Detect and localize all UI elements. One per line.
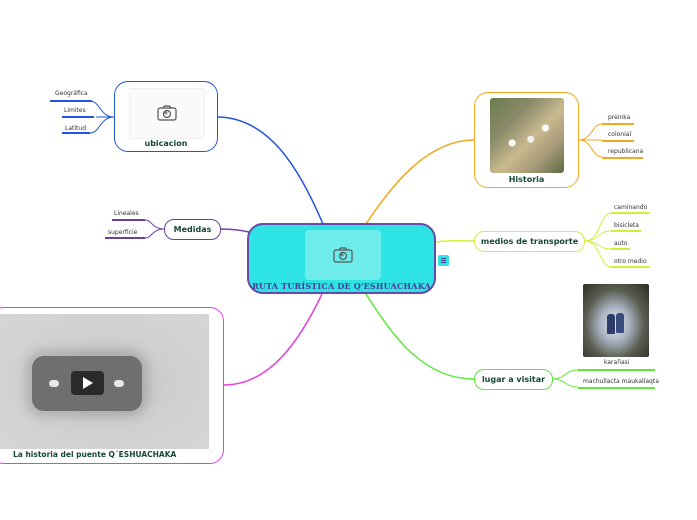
topic-medidas-label: Medidas <box>173 225 212 234</box>
central-topic-title: RUTA TURÍSTICA DE Q'ESHUACHAKA <box>252 281 431 291</box>
topic-ubicacion[interactable]: ubicacion <box>114 81 218 152</box>
cave-photo[interactable] <box>583 284 649 357</box>
link-lugar <box>365 293 475 380</box>
link-historia <box>365 139 475 225</box>
topic-historia[interactable]: Historia <box>474 92 579 188</box>
subtopic-karanasi[interactable]: karañasi <box>604 359 630 366</box>
link-preinka <box>578 123 603 141</box>
central-topic[interactable]: RUTA TURÍSTICA DE Q'ESHUACHAKA <box>247 223 436 294</box>
topic-video[interactable]: La historia del puente Q´ESHUACHAKA <box>0 307 224 464</box>
subtopic-preinka[interactable]: preinka <box>608 114 631 121</box>
subtopic-latitud[interactable]: Latitud <box>65 125 87 132</box>
link-ubicacion <box>217 116 324 225</box>
video-dot-left <box>49 380 59 387</box>
link-republicana <box>578 139 603 158</box>
play-icon[interactable] <box>71 371 104 395</box>
subtopic-republicana[interactable]: republicana <box>608 148 644 155</box>
video-thumbnail[interactable] <box>0 314 209 449</box>
subtopic-auto[interactable]: auto <box>614 240 628 247</box>
link-latitud <box>89 116 115 134</box>
video-dot-right <box>114 380 124 387</box>
link-bisicleta <box>584 230 612 242</box>
link-video <box>223 293 323 386</box>
subtopic-limites[interactable]: Limites <box>64 107 86 114</box>
topic-lugar-label: lugar a visitar <box>481 375 546 384</box>
historia-photo[interactable] <box>490 98 564 173</box>
subtopic-superficie[interactable]: superficie <box>108 229 138 236</box>
link-machullacta <box>552 378 579 388</box>
topic-video-label: La historia del puente Q´ESHUACHAKA <box>13 450 177 459</box>
subtopic-otro-medio[interactable]: otro medio <box>614 258 647 265</box>
subtopic-geografica[interactable]: Geográfica <box>55 90 88 97</box>
subtopic-colonial[interactable]: colonial <box>608 131 632 138</box>
link-otro-medio <box>584 240 612 268</box>
notes-icon[interactable] <box>438 255 449 266</box>
subtopic-bisicleta[interactable]: bisicleta <box>614 222 639 229</box>
link-geografica <box>89 100 115 118</box>
ubicacion-image-placeholder[interactable] <box>129 88 205 139</box>
link-medidas <box>220 228 250 233</box>
link-transporte <box>435 240 475 243</box>
link-lineales <box>144 219 165 230</box>
link-caminando <box>584 212 612 242</box>
camera-icon <box>333 247 353 263</box>
topic-transporte-label: medios de transporte <box>480 237 579 246</box>
topic-medios-de-transporte[interactable]: medios de transporte <box>474 231 585 252</box>
central-image-placeholder[interactable] <box>305 230 381 280</box>
camera-icon <box>157 105 177 121</box>
topic-ubicacion-label: ubicacion <box>144 139 188 148</box>
subtopic-caminando[interactable]: caminando <box>614 204 648 211</box>
link-karanasi <box>552 369 579 380</box>
subtopic-lineales[interactable]: Lineales <box>114 210 139 217</box>
subtopic-machullacta[interactable]: machullacta maukallaqta <box>583 378 659 385</box>
topic-lugar-a-visitar[interactable]: lugar a visitar <box>474 369 553 390</box>
link-superficie <box>144 228 165 239</box>
topic-medidas[interactable]: Medidas <box>164 219 221 240</box>
topic-historia-label: Historia <box>508 175 545 184</box>
